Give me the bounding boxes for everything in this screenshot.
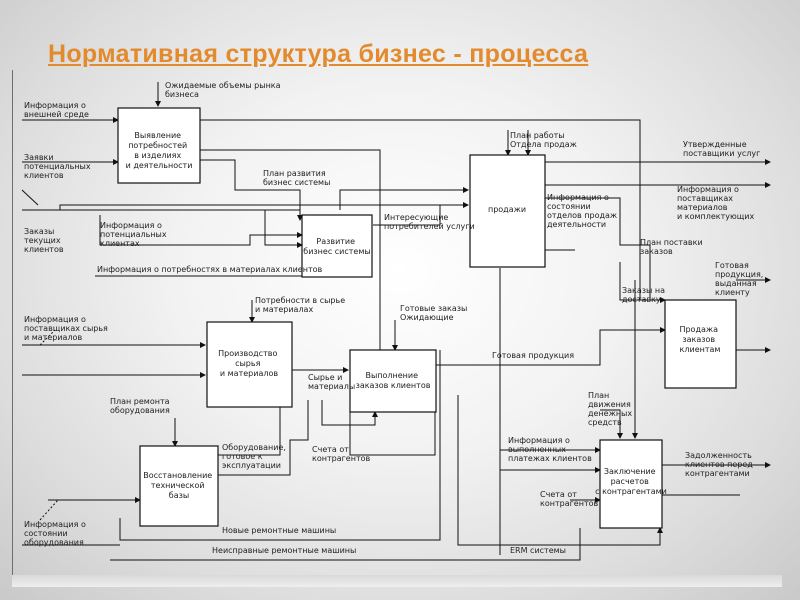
label-t31: ERM системы xyxy=(510,546,566,555)
box-b8-label: Заключение расчетов с контрагентами xyxy=(595,467,667,496)
box-b1: Выявление потребностей в изделиях и деят… xyxy=(117,107,201,184)
label-t27: Счета от контрагентов xyxy=(540,490,599,508)
label-t13: План поставки заказов xyxy=(640,238,705,256)
box-b1-label: Выявление потребностей в изделиях и деят… xyxy=(126,131,193,170)
arrow-b5-b8 xyxy=(457,395,663,546)
label-t10: Информация о состоянии отделов продаж де… xyxy=(547,193,620,229)
arrow-b7-b4 xyxy=(218,400,309,476)
label-t23: Счета от контрагентов xyxy=(312,445,371,463)
slide-bottom-band xyxy=(12,575,782,587)
label-t5: Информация о потенциальных клиентах xyxy=(100,221,169,248)
label-t26: Задолженность клиентов перед контрагента… xyxy=(685,451,755,478)
box-b5-label: Выполнение заказов клиентов xyxy=(356,371,431,390)
arrow-b5-loop xyxy=(321,400,378,426)
label-t25: Информация о выполненных платежах клиент… xyxy=(508,436,592,463)
arrow-t30 xyxy=(110,528,581,561)
label-t12: Информация о поставщиках материалов и ко… xyxy=(677,185,754,221)
label-t18: Готовые заказы Ожидающие xyxy=(400,304,470,322)
box-b6-label: Продажа заказов клиентам xyxy=(679,325,720,354)
box-b5: Выполнение заказов клиентов xyxy=(349,349,437,413)
arrow-t29 xyxy=(119,350,441,541)
box-b3-label: продажи xyxy=(488,205,526,214)
label-t17: Потребности в сырье и материалах xyxy=(255,296,348,314)
arrow-t19 xyxy=(436,327,666,366)
label-t28: Информация о состоянии оборудования xyxy=(24,520,88,547)
arrow-t6 xyxy=(339,187,469,210)
label-t11: Утвержденные поставщики услуг xyxy=(683,140,760,158)
box-b4: Производство сырья и материалов xyxy=(206,321,293,408)
box-b7-label: Восстановление технической базы xyxy=(143,471,215,500)
label-t30: Неисправные ремонтные машины xyxy=(212,546,356,555)
arrow-t23 xyxy=(349,400,436,456)
label-t14: Заказы на доставку xyxy=(622,286,668,304)
label-t24: План движения денежных средств xyxy=(588,391,635,427)
arrow-t13 xyxy=(619,262,665,301)
label-t2: Информация о внешней среде xyxy=(24,101,89,119)
label-t19: Готовая продукция xyxy=(492,351,574,360)
label-t9: Интересующие потребителей услуги xyxy=(384,213,475,231)
arrow-tick1 xyxy=(21,189,39,206)
box-b4-label: Производство сырья и материалов xyxy=(218,349,280,378)
arrow-tick2 xyxy=(39,499,59,521)
box-b6: Продажа заказов клиентам xyxy=(664,299,737,389)
label-t21: План ремонта оборудования xyxy=(110,397,172,415)
label-t1: Ожидаемые объемы рынка бизнеса xyxy=(165,81,283,99)
slide-left-rule xyxy=(12,70,13,575)
connector-lines xyxy=(21,82,771,561)
label-t8: План работы Отдела продаж xyxy=(510,131,577,149)
box-b2: Развитие бизнес системы xyxy=(301,214,373,278)
label-t29: Новые ремонтные машины xyxy=(222,526,336,535)
box-b7: Восстановление технической базы xyxy=(139,445,219,527)
arrow-b1-b2 xyxy=(200,159,303,221)
label-t15: Готовая продукция, выданная клиенту xyxy=(715,261,766,297)
arrow-t22 xyxy=(218,400,281,456)
label-t3: Заявки потенциальных клиентов xyxy=(24,153,93,180)
box-b8: Заключение расчетов с контрагентами xyxy=(595,439,667,529)
label-t6: План развития бизнес системы xyxy=(263,169,330,187)
label-t4: Заказы текущих клиентов xyxy=(24,227,64,254)
label-t20: Сырье и материалы xyxy=(308,373,355,391)
label-t7: Информация о потребностях в материалах к… xyxy=(97,265,322,274)
arrow-t10 xyxy=(545,197,651,300)
arrow-tick3 xyxy=(39,329,56,346)
arrow-b2-loop xyxy=(264,210,303,248)
arrow-t5 xyxy=(99,215,303,246)
label-t16: Информация о поставщиках сырья и материа… xyxy=(24,315,110,342)
arrow-t24 xyxy=(600,409,623,439)
box-b3: продажи xyxy=(469,154,546,268)
label-t22: Оборудование, готовое к эксплуатации xyxy=(222,443,288,470)
arrow-orders-b3 xyxy=(22,204,468,211)
slide-title: Нормативная структура бизнес - процесса xyxy=(48,40,589,68)
box-b2-label: Развитие бизнес системы xyxy=(303,237,370,256)
arrow-labels: Ожидаемые объемы рынка бизнеса Информаци… xyxy=(24,81,766,555)
